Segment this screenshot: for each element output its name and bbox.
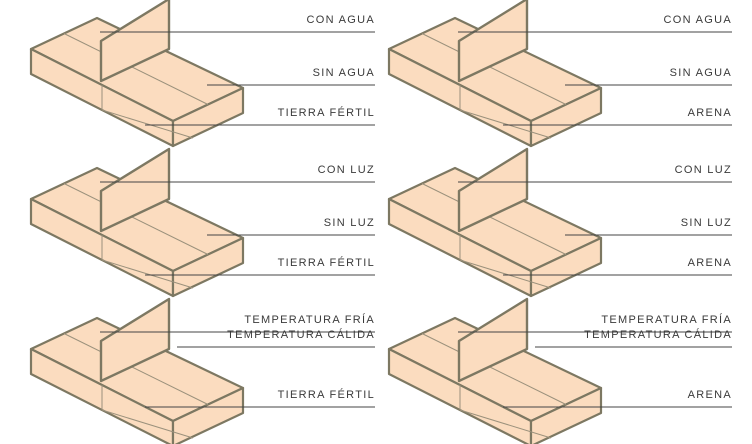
label-0: TEMPERATURA FRÍA <box>244 313 375 326</box>
box-inner-line <box>101 259 194 289</box>
label-0: CON LUZ <box>318 164 375 176</box>
label-1: SIN AGUA <box>313 67 375 79</box>
label-1: SIN AGUA <box>670 67 732 79</box>
box-right-face <box>171 386 245 444</box>
box-inner-line <box>101 109 194 139</box>
box-inner-line <box>421 183 567 255</box>
label-0: TEMPERATURA FRÍA <box>601 313 732 326</box>
label-1: TEMPERATURA CÁLIDA <box>584 328 732 341</box>
label-0: CON LUZ <box>675 164 732 176</box>
box-inner-line <box>421 333 567 405</box>
panel-temp-tierra: TEMPERATURA FRÍA TEMPERATURA CÁLIDA TIERRA… <box>29 297 375 444</box>
label-0: CON AGUA <box>664 14 732 26</box>
partition-wall <box>99 0 171 83</box>
partition-wall <box>99 297 171 383</box>
box-inner-line <box>459 409 552 439</box>
panel-temp-arena: TEMPERATURA FRÍA TEMPERATURA CÁLIDA ARENA <box>387 297 732 444</box>
panel-agua-arena: CON AGUA SIN AGUA ARENA <box>387 0 732 148</box>
box-inner-line <box>63 33 209 105</box>
box-right-face <box>529 86 603 148</box>
box-inner-line <box>421 33 567 105</box>
partition-wall <box>457 297 529 383</box>
box-right-face <box>529 386 603 444</box>
box-right-face <box>171 86 245 148</box>
box-inner-line <box>101 409 194 439</box>
label-1: SIN LUZ <box>324 217 375 229</box>
label-2: ARENA <box>688 257 732 269</box>
box-right-face <box>529 236 603 298</box>
box-inner-line <box>459 109 552 139</box>
label-2: TIERRA FÉRTIL <box>278 256 375 269</box>
label-0: CON AGUA <box>307 14 375 26</box>
panel-luz-arena: CON LUZ SIN LUZ ARENA <box>387 147 732 298</box>
panel-agua-tierra: CON AGUA SIN AGUA TIERRA FÉRTIL <box>29 0 375 148</box>
partition-wall <box>457 0 529 83</box>
label-1: SIN LUZ <box>681 217 732 229</box>
box-inner-line <box>459 259 552 289</box>
label-2: TIERRA FÉRTIL <box>278 106 375 119</box>
box-inner-line <box>63 183 209 255</box>
label-2: ARENA <box>688 389 732 401</box>
box-inner-line <box>63 333 209 405</box>
partition-wall <box>457 147 529 233</box>
partition-wall <box>99 147 171 233</box>
label-1: TEMPERATURA CÁLIDA <box>227 328 375 341</box>
panel-luz-tierra: CON LUZ SIN LUZ TIERRA FÉRTIL <box>29 147 375 298</box>
box-right-face <box>171 236 245 298</box>
label-2: ARENA <box>688 107 732 119</box>
label-2: TIERRA FÉRTIL <box>278 388 375 401</box>
